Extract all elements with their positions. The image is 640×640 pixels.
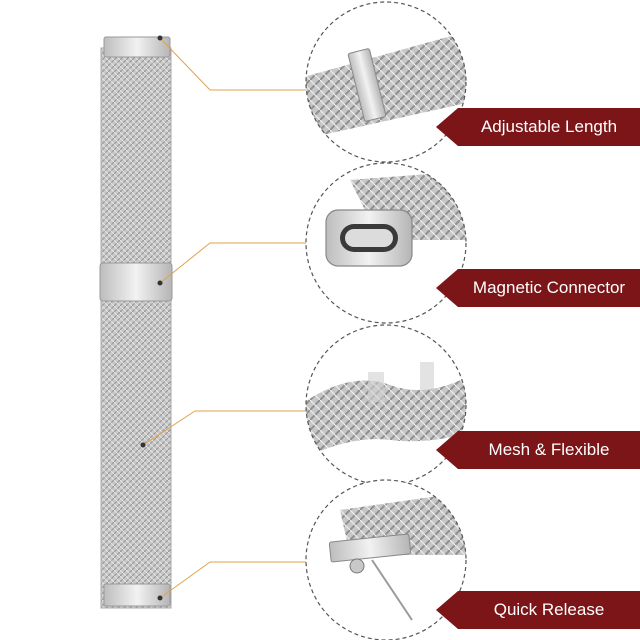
top-end-bar	[103, 36, 171, 58]
watch-band	[99, 36, 173, 609]
callout-dots	[140, 35, 163, 601]
feature-label-magnetic-connector: Magnetic Connector	[436, 269, 640, 307]
callout-lines	[142, 37, 306, 599]
band-magnet-clasp	[99, 262, 173, 302]
detail-quick-release	[305, 479, 467, 640]
detail-adjustable-length	[305, 1, 467, 163]
feature-label-quick-release: Quick Release	[436, 591, 640, 629]
bottom-end-bar	[103, 583, 171, 607]
feature-label-adjustable-length: Adjustable Length	[436, 108, 640, 146]
feature-label-mesh-flexible: Mesh & Flexible	[436, 431, 640, 469]
